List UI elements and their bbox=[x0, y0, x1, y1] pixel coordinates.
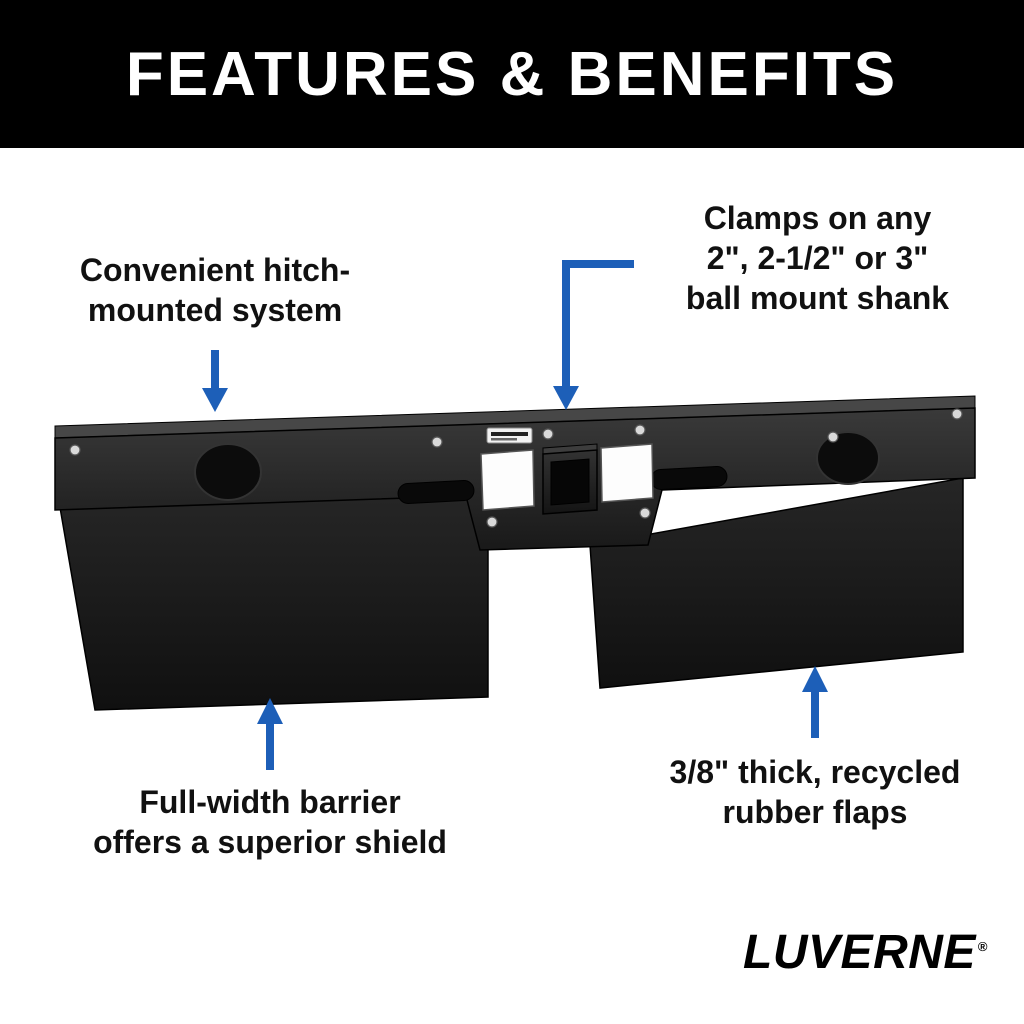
round-plug-right bbox=[816, 431, 880, 485]
square-cutout-right bbox=[600, 443, 654, 503]
callout-hitch-mounted: Convenient hitch- mounted system bbox=[30, 250, 400, 330]
screw bbox=[951, 408, 963, 420]
mudflap-right bbox=[589, 477, 964, 689]
callout-line: Convenient hitch- bbox=[79, 252, 351, 288]
slot-left bbox=[397, 480, 475, 504]
callout-line: 3/8" thick, recycled bbox=[669, 754, 961, 790]
callout-line: offers a superior shield bbox=[93, 824, 447, 860]
screw bbox=[634, 424, 646, 436]
callout-line: Full-width barrier bbox=[139, 784, 401, 820]
mudflap-left bbox=[56, 489, 489, 711]
screw bbox=[639, 507, 651, 519]
callout-line: rubber flaps bbox=[722, 794, 908, 830]
callout-clamps: Clamps on any 2", 2-1/2" or 3" ball moun… bbox=[645, 198, 990, 318]
logo-text: LUVERNE bbox=[743, 926, 976, 979]
screws bbox=[69, 408, 963, 528]
callout-rubber-flaps: 3/8" thick, recycled rubber flaps bbox=[618, 752, 1012, 832]
callout-full-width-barrier: Full-width barrier offers a superior shi… bbox=[50, 782, 490, 862]
callout-line: mounted system bbox=[87, 292, 343, 328]
page-title: FEATURES & BENEFITS bbox=[125, 39, 899, 109]
screw bbox=[827, 431, 839, 443]
luverne-logo: LUVERNE® bbox=[743, 925, 988, 980]
square-cutout-left bbox=[480, 449, 535, 511]
slot-right bbox=[650, 466, 728, 490]
product-illustration bbox=[54, 395, 976, 711]
screw bbox=[69, 444, 81, 456]
round-plug-left bbox=[194, 443, 262, 501]
screw bbox=[542, 428, 554, 440]
header-bar: FEATURES & BENEFITS bbox=[0, 0, 1024, 148]
callout-line: 2", 2-1/2" or 3" bbox=[706, 240, 929, 276]
callout-line: Clamps on any bbox=[703, 200, 932, 236]
screw bbox=[486, 516, 498, 528]
label-sticker bbox=[486, 427, 533, 444]
screw bbox=[431, 436, 443, 448]
callout-line: ball mount shank bbox=[685, 280, 950, 316]
receiver-opening bbox=[550, 458, 590, 506]
registered-trademark-icon: ® bbox=[977, 939, 988, 954]
